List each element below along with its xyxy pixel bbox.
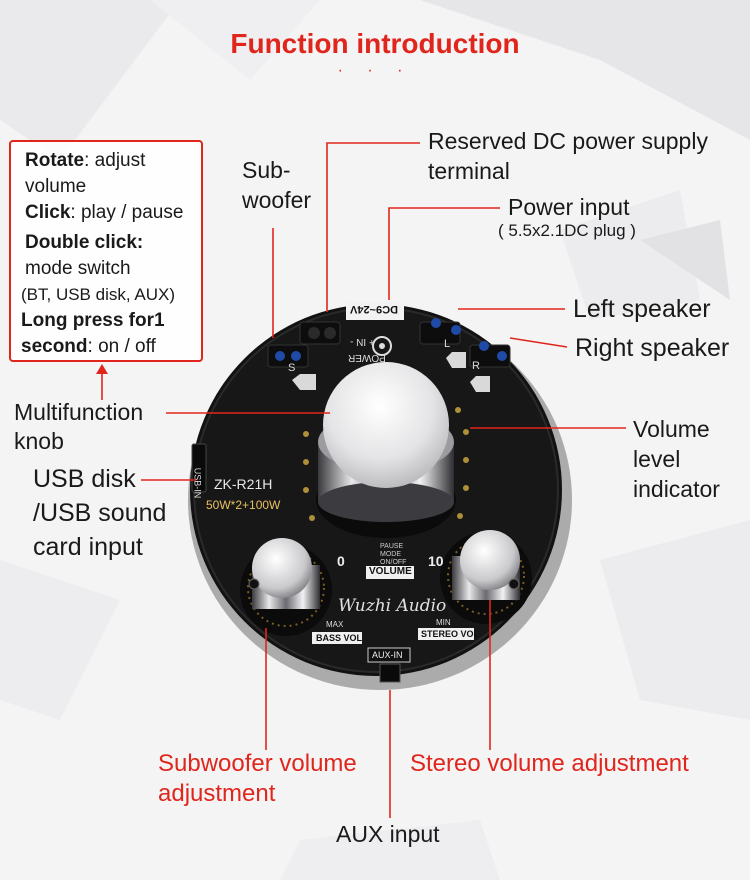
dbl-click-line-2: mode switch	[25, 258, 131, 279]
rotate-val: : adjust	[84, 150, 146, 171]
click-val: : play / pause	[70, 202, 184, 223]
scale-max-label: 10	[428, 553, 444, 569]
power-input-line	[388, 207, 500, 300]
mode-onoff-label: ON/OFF	[380, 559, 407, 566]
aux-input-label: AUX input	[336, 821, 440, 847]
long-val: : on / off	[87, 336, 156, 357]
brand-label: Wuzhi Audio	[338, 596, 447, 616]
scale-min-label: 0	[337, 553, 345, 569]
power-input-sub-label: ( 5.5x2.1DC plug )	[498, 221, 636, 240]
rotate-line-2: volume	[25, 176, 87, 197]
reserved-dc-line	[326, 142, 420, 312]
info-arrow-head	[96, 364, 108, 374]
usb-label-2: /USB sound	[33, 499, 167, 527]
knob-instructions-box: Rotate: adjust volume Click: play / paus…	[9, 140, 203, 362]
dbl-key: Double click	[25, 232, 137, 253]
click-key: Click	[25, 202, 71, 223]
multifunction-label-2: knob	[14, 428, 64, 454]
stereo-vol-label: STEREO VOL	[421, 629, 480, 639]
dbl-click-line-3: (BT, USB disk, AUX)	[21, 285, 175, 304]
dbl-colon: :	[136, 232, 144, 253]
spec-label: 50W*2+100W	[206, 498, 281, 512]
subwoofer-label-1: Sub-	[242, 157, 291, 183]
model-label: ZK-R21H	[214, 476, 273, 492]
bass-vol-label: BASS VOL	[316, 633, 363, 643]
volume-level-label-1: Volume	[633, 416, 710, 442]
page-title: Function introduction	[230, 28, 520, 59]
right-speaker-line	[509, 337, 568, 348]
rotate-line: Rotate: adjust	[25, 148, 145, 174]
min-label: MIN	[436, 618, 451, 627]
long-press-line-2: second: on / off	[21, 334, 156, 360]
volume-label: VOLUME	[369, 566, 412, 577]
sub-vol-label-2: adjustment	[158, 780, 276, 807]
usb-label-1: USB disk	[33, 465, 136, 493]
long-key: Long press for1	[21, 310, 165, 331]
rotate-key: Rotate	[25, 150, 85, 171]
long-key-2: second	[21, 336, 88, 357]
right-speaker-label: Right speaker	[575, 334, 730, 362]
mode-mode-label: MODE	[380, 551, 401, 558]
long-press-line: Long press for1	[21, 308, 165, 334]
aux-in-label: AUX-IN	[372, 650, 403, 660]
channel-l-label: L	[444, 338, 451, 350]
subwoofer-label-2: woofer	[242, 187, 312, 213]
channel-s-label: S	[288, 362, 296, 374]
reserved-dc-label-1: Reserved DC power supply	[428, 128, 708, 154]
left-speaker-label: Left speaker	[573, 295, 711, 323]
dbl-click-line: Double click:	[25, 230, 143, 256]
stereo-vol-label: Stereo volume adjustment	[410, 750, 689, 777]
volume-level-label-2: level	[633, 446, 681, 472]
usb-label-3: card input	[33, 533, 143, 561]
click-line: Click: play / pause	[25, 200, 183, 226]
reserved-dc-label-2: terminal	[428, 158, 510, 184]
sub-vol-label-1: Subwoofer volume	[158, 750, 357, 777]
channel-r-label: R	[472, 360, 480, 372]
mode-pause-label: PAUSE	[380, 543, 404, 550]
title-dots: · · ·	[337, 62, 413, 79]
max-label: MAX	[326, 620, 344, 629]
volume-level-label-3: indicator	[633, 476, 720, 502]
multifunction-label-1: Multifunction	[14, 399, 144, 425]
power-input-label: Power input	[508, 194, 630, 220]
